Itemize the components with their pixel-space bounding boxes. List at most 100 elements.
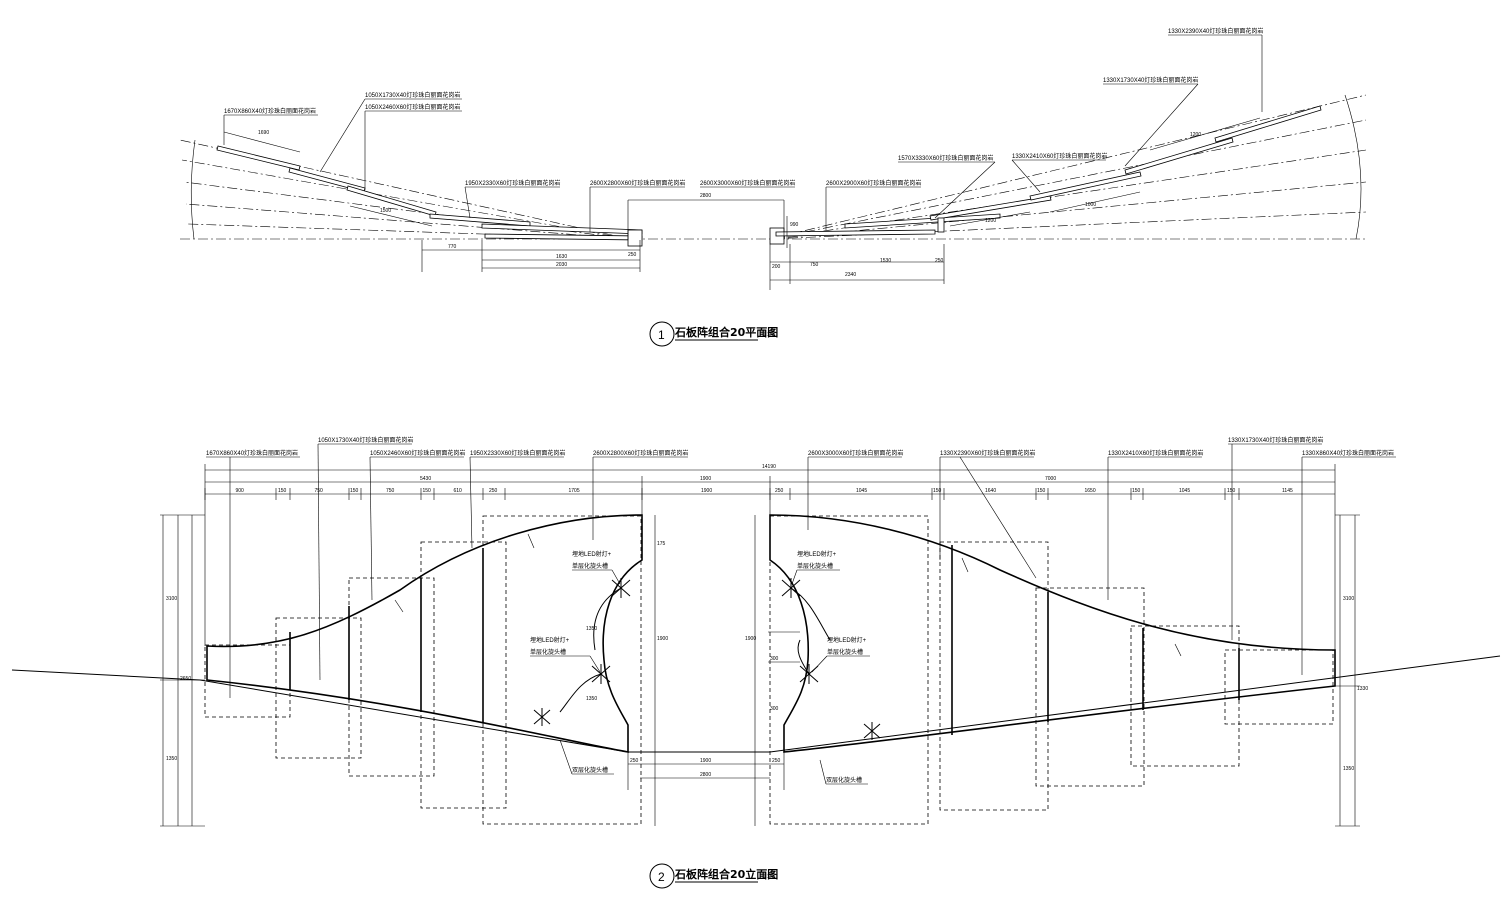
thickness-mark	[394, 599, 404, 613]
plan-slab	[844, 213, 1001, 229]
plan-dim-label: 250	[935, 258, 944, 264]
plan-label: 1330X2390X40灯珍珠白丽面花岗岩	[1168, 27, 1263, 35]
light-beam	[797, 639, 810, 675]
elev-leader	[317, 443, 321, 681]
plan-leader	[934, 161, 996, 219]
light-beam	[593, 587, 622, 651]
callout-leader	[611, 569, 621, 585]
plan-dim-label: 1690	[258, 130, 269, 136]
elev-dim-label: 175	[657, 541, 666, 547]
segment-dim-label: 150	[1227, 488, 1236, 494]
light-callout: 单层化旋头槽	[797, 562, 833, 570]
elev-dim-label: 250	[772, 758, 781, 764]
elev-label: 1050X1730X40灯珍珠白丽面花岗岩	[318, 436, 413, 444]
elev-dim-label: 1900	[700, 758, 711, 764]
plan-leader	[1011, 159, 1041, 193]
panel-outline	[939, 541, 1049, 811]
plan-slab-end	[937, 217, 945, 233]
plan-angle-arc	[190, 139, 196, 240]
plan-angle-arc	[1344, 94, 1362, 240]
light-fixture-icon	[863, 722, 881, 740]
panel-outline	[1035, 587, 1145, 787]
plan-title-circle	[649, 321, 675, 347]
light-callout: 埋地LED射灯+	[797, 550, 837, 558]
plan-dim-label: 2030	[556, 262, 567, 268]
elev-label: 1050X2460X60灯珍珠白丽面花岗岩	[370, 449, 465, 457]
segment-dim-label: 1900	[701, 488, 712, 494]
segment-dim-label: 750	[315, 488, 324, 494]
elev-label: 2600X2800X60灯珍珠白丽面花岗岩	[593, 449, 688, 457]
plan-dim-line	[349, 205, 433, 227]
plan-dim-label: 1530	[880, 258, 891, 264]
callout-leader	[819, 759, 827, 785]
light-callout: 单层化旋头槽	[827, 648, 863, 656]
segment-dim-label: 1045	[856, 488, 867, 494]
plan-slab	[1214, 105, 1322, 143]
plan-label: 1950X2330X60灯珍珠白丽面花岗岩	[465, 179, 560, 187]
segment-dim-label: 750	[386, 488, 395, 494]
plan-dim-label: 2340	[845, 272, 856, 278]
elev-label: 1330X2390X60灯珍珠白丽面花岗岩	[940, 449, 1035, 457]
elev-dim-label: 7000	[1045, 476, 1056, 482]
elev-dim-label: 1350	[166, 756, 177, 762]
light-beam	[790, 587, 831, 641]
plan-slab	[216, 145, 301, 171]
plan-slab	[346, 185, 437, 217]
panel-outline	[769, 515, 929, 825]
plan-label: 1050X1730X40灯珍珠白丽面花岗岩	[365, 91, 460, 99]
elevation-view: 埋地LED射灯+ 单层化旋头槽 埋地LED射灯+ 单层化旋头槽 埋地LED射灯+…	[11, 436, 1501, 889]
plan-dim-label: 1200	[985, 218, 996, 224]
plan-dim-label: 1200	[1190, 132, 1201, 138]
plan-slab	[775, 229, 936, 237]
plan-slab	[929, 195, 1052, 221]
callout-leader	[791, 569, 798, 585]
plan-radial-line	[769, 149, 1367, 240]
elev-leader	[369, 456, 373, 601]
elevation-title: 石板阵组合20立面图	[674, 867, 778, 881]
plan-radial-line	[185, 203, 631, 240]
elev-label: 1950X2330X60灯珍珠白丽面花岗岩	[470, 449, 565, 457]
elev-dim-label: 3100	[166, 596, 177, 602]
plan-dim-label: 990	[790, 222, 799, 228]
light-callout: 双层化旋头槽	[826, 776, 862, 784]
thickness-mark	[527, 533, 535, 549]
plan-leader	[464, 186, 471, 219]
panel-outline	[348, 577, 435, 777]
elev-dim-label: 14190	[762, 464, 776, 470]
segment-dim-label: 1650	[1085, 488, 1096, 494]
segment-dim-label: 250	[775, 488, 784, 494]
elev-dim-label: 1900	[657, 636, 668, 642]
plan-label: 1670X860X40灯珍珠白丽面花岗岩	[224, 107, 316, 115]
segment-dim-label: 1640	[985, 488, 996, 494]
plan-slab	[481, 223, 643, 235]
plan-leader	[1124, 83, 1199, 167]
elev-dim-label: 1900	[745, 636, 756, 642]
light-beam	[559, 673, 602, 713]
plan-dim-label: 250	[628, 252, 637, 258]
plan-slab	[1029, 171, 1142, 201]
plan-title-number: 1	[658, 328, 665, 342]
plan-scale: 1:20	[763, 332, 775, 338]
plan-label: 2600X2800X60灯珍珠白丽面花岗岩	[590, 179, 685, 187]
silhouette-right	[769, 514, 1336, 753]
elev-label: 1330X1730X40灯珍珠白丽面花岗岩	[1228, 436, 1323, 444]
elev-leader	[959, 456, 1037, 579]
light-callout: 双层化旋头槽	[572, 766, 608, 774]
segment-dim-label: 1705	[569, 488, 580, 494]
plan-label: 1050X2460X60灯珍珠白丽面花岗岩	[365, 103, 460, 111]
segment-dim-label: 150	[1132, 488, 1141, 494]
plan-label: 2600X2900X60灯珍珠白丽面花岗岩	[826, 179, 921, 187]
panel-outline	[1130, 625, 1240, 767]
elev-dim-label: 250	[630, 758, 639, 764]
plan-dim-label: 1500	[380, 208, 391, 214]
plan-label: 2600X3000X60灯珍珠白丽面花岗岩	[700, 179, 795, 187]
elev-dim-label: 3100	[1343, 596, 1354, 602]
elevation-scale: 1:20	[763, 874, 775, 880]
elev-dim-label: 1900	[700, 476, 711, 482]
light-fixture-icon	[533, 708, 551, 726]
segment-dim-label: 1045	[1179, 488, 1190, 494]
elev-label: 1330X2410X60灯珍珠白丽面花岗岩	[1108, 449, 1203, 457]
plan-dim-label: 1630	[556, 254, 567, 260]
elev-dim-label: 2650	[180, 676, 191, 682]
